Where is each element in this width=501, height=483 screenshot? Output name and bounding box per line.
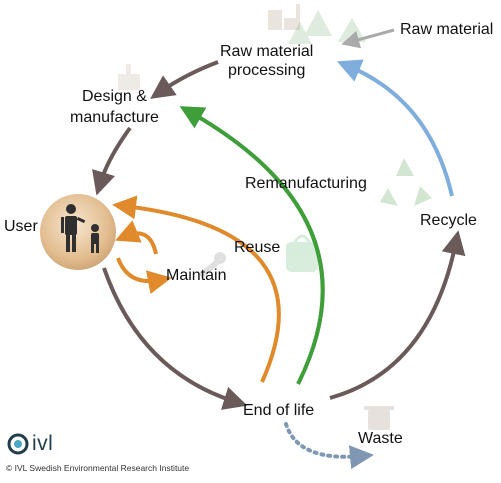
label-maintain: Maintain (166, 267, 227, 284)
bag-icon (286, 234, 318, 272)
recycle-icon (380, 158, 432, 206)
label-user: User (4, 218, 38, 235)
label-design-manufacture: Design & manufacture (70, 88, 159, 126)
wrench-icon (198, 252, 226, 279)
arrow-processing-to-design (150, 60, 219, 99)
family-icon (61, 204, 99, 253)
label-end-of-life: End of life (243, 402, 315, 419)
factory-icon (118, 64, 140, 90)
arrow-endoflife-to-recycle (329, 230, 466, 400)
ivl-logo-text: ivl (32, 432, 54, 455)
arrow-maintain-outer (116, 257, 172, 295)
ivl-logo-icon (7, 433, 29, 455)
label-remanufacturing: Remanufacturing (245, 175, 367, 192)
arrow-reuse (112, 195, 281, 383)
label-reuse: Reuse (234, 239, 281, 256)
label-recycle: Recycle (420, 212, 477, 229)
factory-icon (268, 4, 300, 30)
arrow-design-to-user (92, 126, 132, 196)
label-raw-material: Raw material (400, 21, 494, 38)
arrow-maintain-inner (114, 220, 158, 255)
bin-icon (364, 406, 394, 430)
arrow-raw-to-processing (341, 28, 395, 49)
arrow-user-to-endoflife (102, 267, 248, 410)
copyright-text: © IVL Swedish Environmental Research Ins… (6, 463, 190, 473)
user-circle (40, 194, 116, 270)
label-waste: Waste (358, 430, 403, 447)
arrow-recycle-to-processing (336, 59, 454, 197)
arrow-remanufacturing (179, 106, 325, 385)
arrow-endoflife-to-waste (284, 422, 374, 470)
label-raw-material-processing: Raw material processing (220, 43, 314, 79)
